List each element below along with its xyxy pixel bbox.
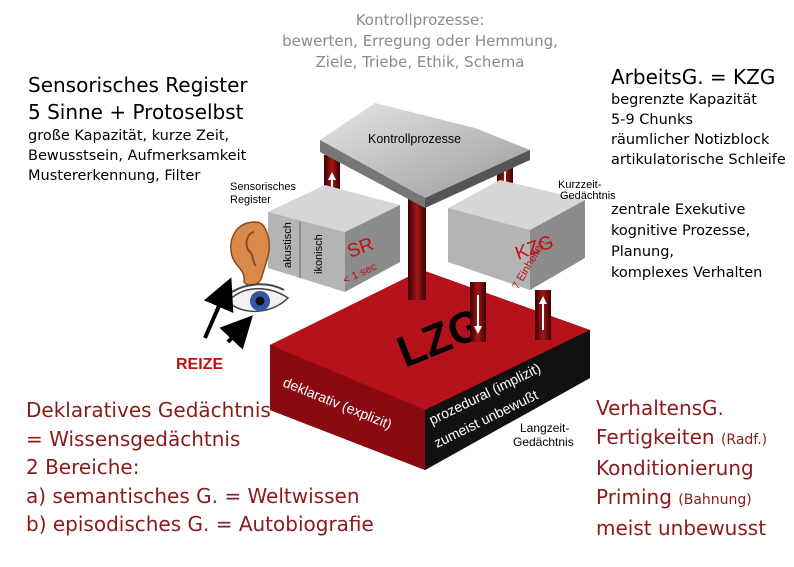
- bl-line-3: 2 Bereiche:: [26, 455, 140, 479]
- central-executive-description: zentrale Exekutive kognitive Prozesse, P…: [611, 200, 762, 284]
- br-line-2: Fertigkeiten (Radf.): [596, 423, 767, 455]
- bl-line-2: = Wissensgedächtnis: [26, 426, 241, 451]
- kzg-side-label-2: Gedächtnis: [560, 190, 616, 202]
- br-line-4-main: Priming: [596, 484, 679, 509]
- kontrollprozesse-block: Kontrollprozesse: [320, 103, 530, 208]
- right2-line-1: zentrale Exekutive: [611, 202, 746, 218]
- top-caption-line-1: Kontrollprozesse:: [355, 11, 485, 29]
- top-caption: Kontrollprozesse: bewerten, Erregung ode…: [270, 10, 570, 73]
- bl-line-5: b) episodisches G. = Autobiografie: [26, 512, 374, 536]
- right-line-4: artikulatorische Schleife: [611, 152, 786, 168]
- bl-line-4: a) semantisches G. = Weltwissen: [26, 483, 360, 508]
- procedural-memory-description: VerhaltensG. Fertigkeiten (Radf.) Kondit…: [596, 394, 767, 543]
- working-memory-description: ArbeitsG. = KZG begrenzte Kapazität 5-9 …: [611, 64, 786, 170]
- reize-arrow-ear: [203, 277, 234, 339]
- lzg-side-label-2: Gedächtnis: [513, 435, 574, 449]
- eye-icon: [226, 283, 290, 313]
- br-line-1: VerhaltensG.: [596, 396, 724, 420]
- left-line-2: Bewusstsein, Aufmerksamkeit: [28, 148, 247, 164]
- top-caption-line-3: Ziele, Triebe, Ethik, Schema: [315, 53, 525, 71]
- br-line-4: Priming (Bahnung): [596, 483, 767, 515]
- sensory-register-description: Sensorisches Register 5 Sinne + Protosel…: [28, 72, 248, 186]
- left-title-1: Sensorisches Register: [28, 73, 248, 97]
- reize-label: REIZE: [176, 356, 223, 373]
- right2-line-4: komplexes Verhalten: [611, 265, 763, 281]
- br-line-2-note: (Radf.): [720, 431, 768, 448]
- left-line-3: Mustererkennung, Filter: [28, 168, 201, 184]
- ikonisch-label: ikonisch: [313, 234, 325, 274]
- sens-register-label-1: Sensorisches: [230, 181, 297, 193]
- right-line-2: 5-9 Chunks: [611, 112, 693, 128]
- left-line-1: große Kapazität, kurze Zeit,: [28, 128, 230, 144]
- kzg-block: KZG 7 Einheiten Kurzzeit- Gedächtnis: [448, 179, 616, 292]
- left-title-2: 5 Sinne + Protoselbst: [28, 100, 244, 124]
- sens-register-label-2: Register: [230, 194, 271, 206]
- right-line-3: räumlicher Notizblock: [611, 132, 770, 148]
- kontrollprozesse-label: Kontrollprozesse: [368, 132, 461, 146]
- br-line-4-note: (Bahnung): [678, 491, 752, 508]
- bl-line-1: Deklaratives Gedächtnis: [26, 398, 271, 422]
- declarative-memory-description: Deklaratives Gedächtnis = Wissensgedächt…: [26, 396, 374, 539]
- br-line-5: meist unbewusst: [596, 516, 767, 540]
- right2-line-3: Planung,: [611, 244, 675, 260]
- right-line-1: begrenzte Kapazität: [611, 92, 758, 108]
- pillar-center: [408, 195, 426, 300]
- right-title: ArbeitsG. = KZG: [611, 65, 776, 89]
- ear-icon: [230, 221, 271, 287]
- sr-block: akustisch ikonisch SR < 1 sec Sensorisch…: [230, 181, 400, 292]
- lzg-side-label-1: Langzeit-: [520, 421, 569, 435]
- akustisch-label: akustisch: [282, 222, 294, 268]
- reize-arrow-eye: [219, 315, 253, 350]
- br-line-2-main: Fertigkeiten: [596, 424, 721, 449]
- kzg-side-label-1: Kurzzeit-: [558, 179, 602, 191]
- br-line-3: Konditionierung: [596, 456, 754, 480]
- right2-line-2: kognitive Prozesse,: [611, 223, 751, 239]
- top-caption-line-2: bewerten, Erregung oder Hemmung,: [282, 32, 558, 50]
